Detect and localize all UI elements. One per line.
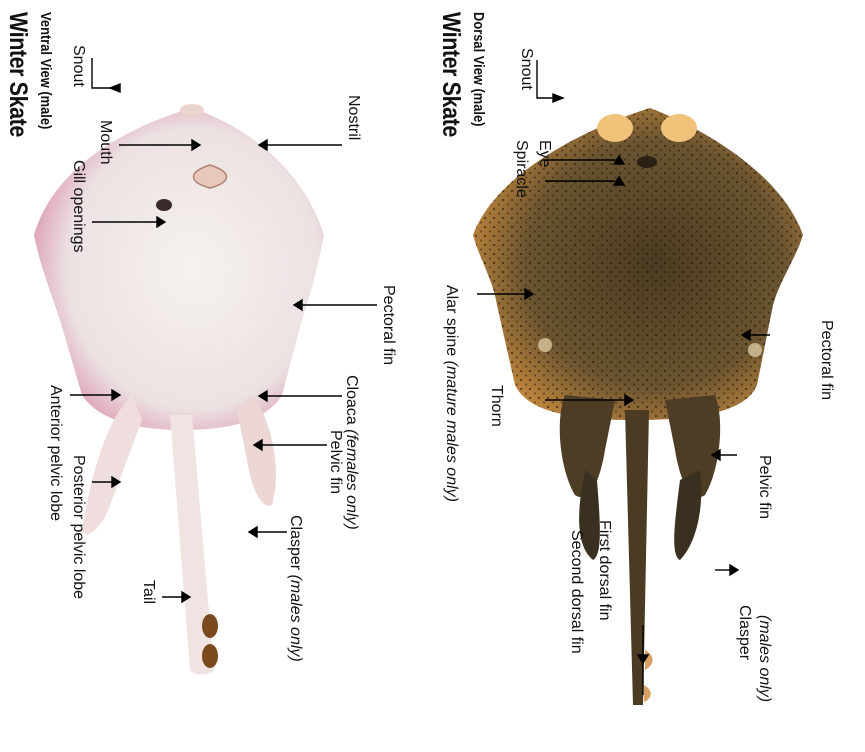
ventral-label-mouth: Mouth (96, 120, 114, 164)
ventral-label-gill-openings: Gill openings (69, 160, 87, 253)
dorsal-first-fin (645, 650, 653, 670)
ventral-label-tail: Tail (139, 580, 157, 604)
dorsal-title: Winter Skate (436, 12, 465, 137)
dorsal-label-second-dorsal-fin: Second dorsal fin (567, 530, 585, 654)
ventral-disc (34, 108, 324, 430)
dorsal-view-panel: Winter Skate Dorsal View (male) Snout Ey… (432, 0, 865, 752)
ventral-label-clasper: Clasper (males only) (286, 515, 304, 662)
ventral-view-panel: Winter Skate Ventral View (male) Snout M… (0, 0, 432, 752)
ventral-subtitle: Ventral View (male) (37, 12, 54, 129)
dorsal-label-clasper: Clasper (735, 605, 753, 660)
dorsal-label-thorn: Thorn (487, 385, 505, 427)
dorsal-label-alar-spine: Alar spine (mature males only) (442, 285, 460, 502)
ventral-skate-illustration (0, 0, 432, 752)
dorsal-label-eye: Eye (535, 140, 553, 168)
dorsal-label-spiracle: Spiracle (512, 140, 530, 198)
ventral-label-pelvic-fin: Pelvic fin (326, 430, 344, 494)
ventral-title: Winter Skate (3, 12, 32, 137)
dorsal-label-snout: Snout (517, 48, 535, 90)
dorsal-label-pectoral-fin: Pectoral fin (817, 320, 835, 400)
ventral-label-anterior-pelvic-lobe: Anterior pelvic lobe (46, 385, 64, 521)
dorsal-clasper-left (674, 470, 701, 560)
ventral-label-cloaca: Cloaca (females only) (342, 375, 360, 530)
dorsal-label-pelvic-fin: Pelvic fin (755, 455, 773, 519)
ventral-label-posterior-pelvic-lobe: Posterior pelvic lobe (69, 455, 87, 599)
ventral-label-snout: Snout (69, 45, 87, 87)
ventral-label-nostril: Nostril (344, 95, 362, 140)
dorsal-second-fin (644, 685, 651, 702)
ventral-posterior-pelvic-lobe (237, 395, 276, 506)
ventral-label-pectoral-fin: Pectoral fin (379, 285, 397, 365)
dorsal-subtitle: Dorsal View (male) (470, 12, 487, 126)
dorsal-skate-illustration (432, 0, 865, 752)
dorsal-label-clasper-note: (males only) (755, 615, 773, 702)
dorsal-label-first-dorsal-fin: First dorsal fin (595, 520, 613, 620)
